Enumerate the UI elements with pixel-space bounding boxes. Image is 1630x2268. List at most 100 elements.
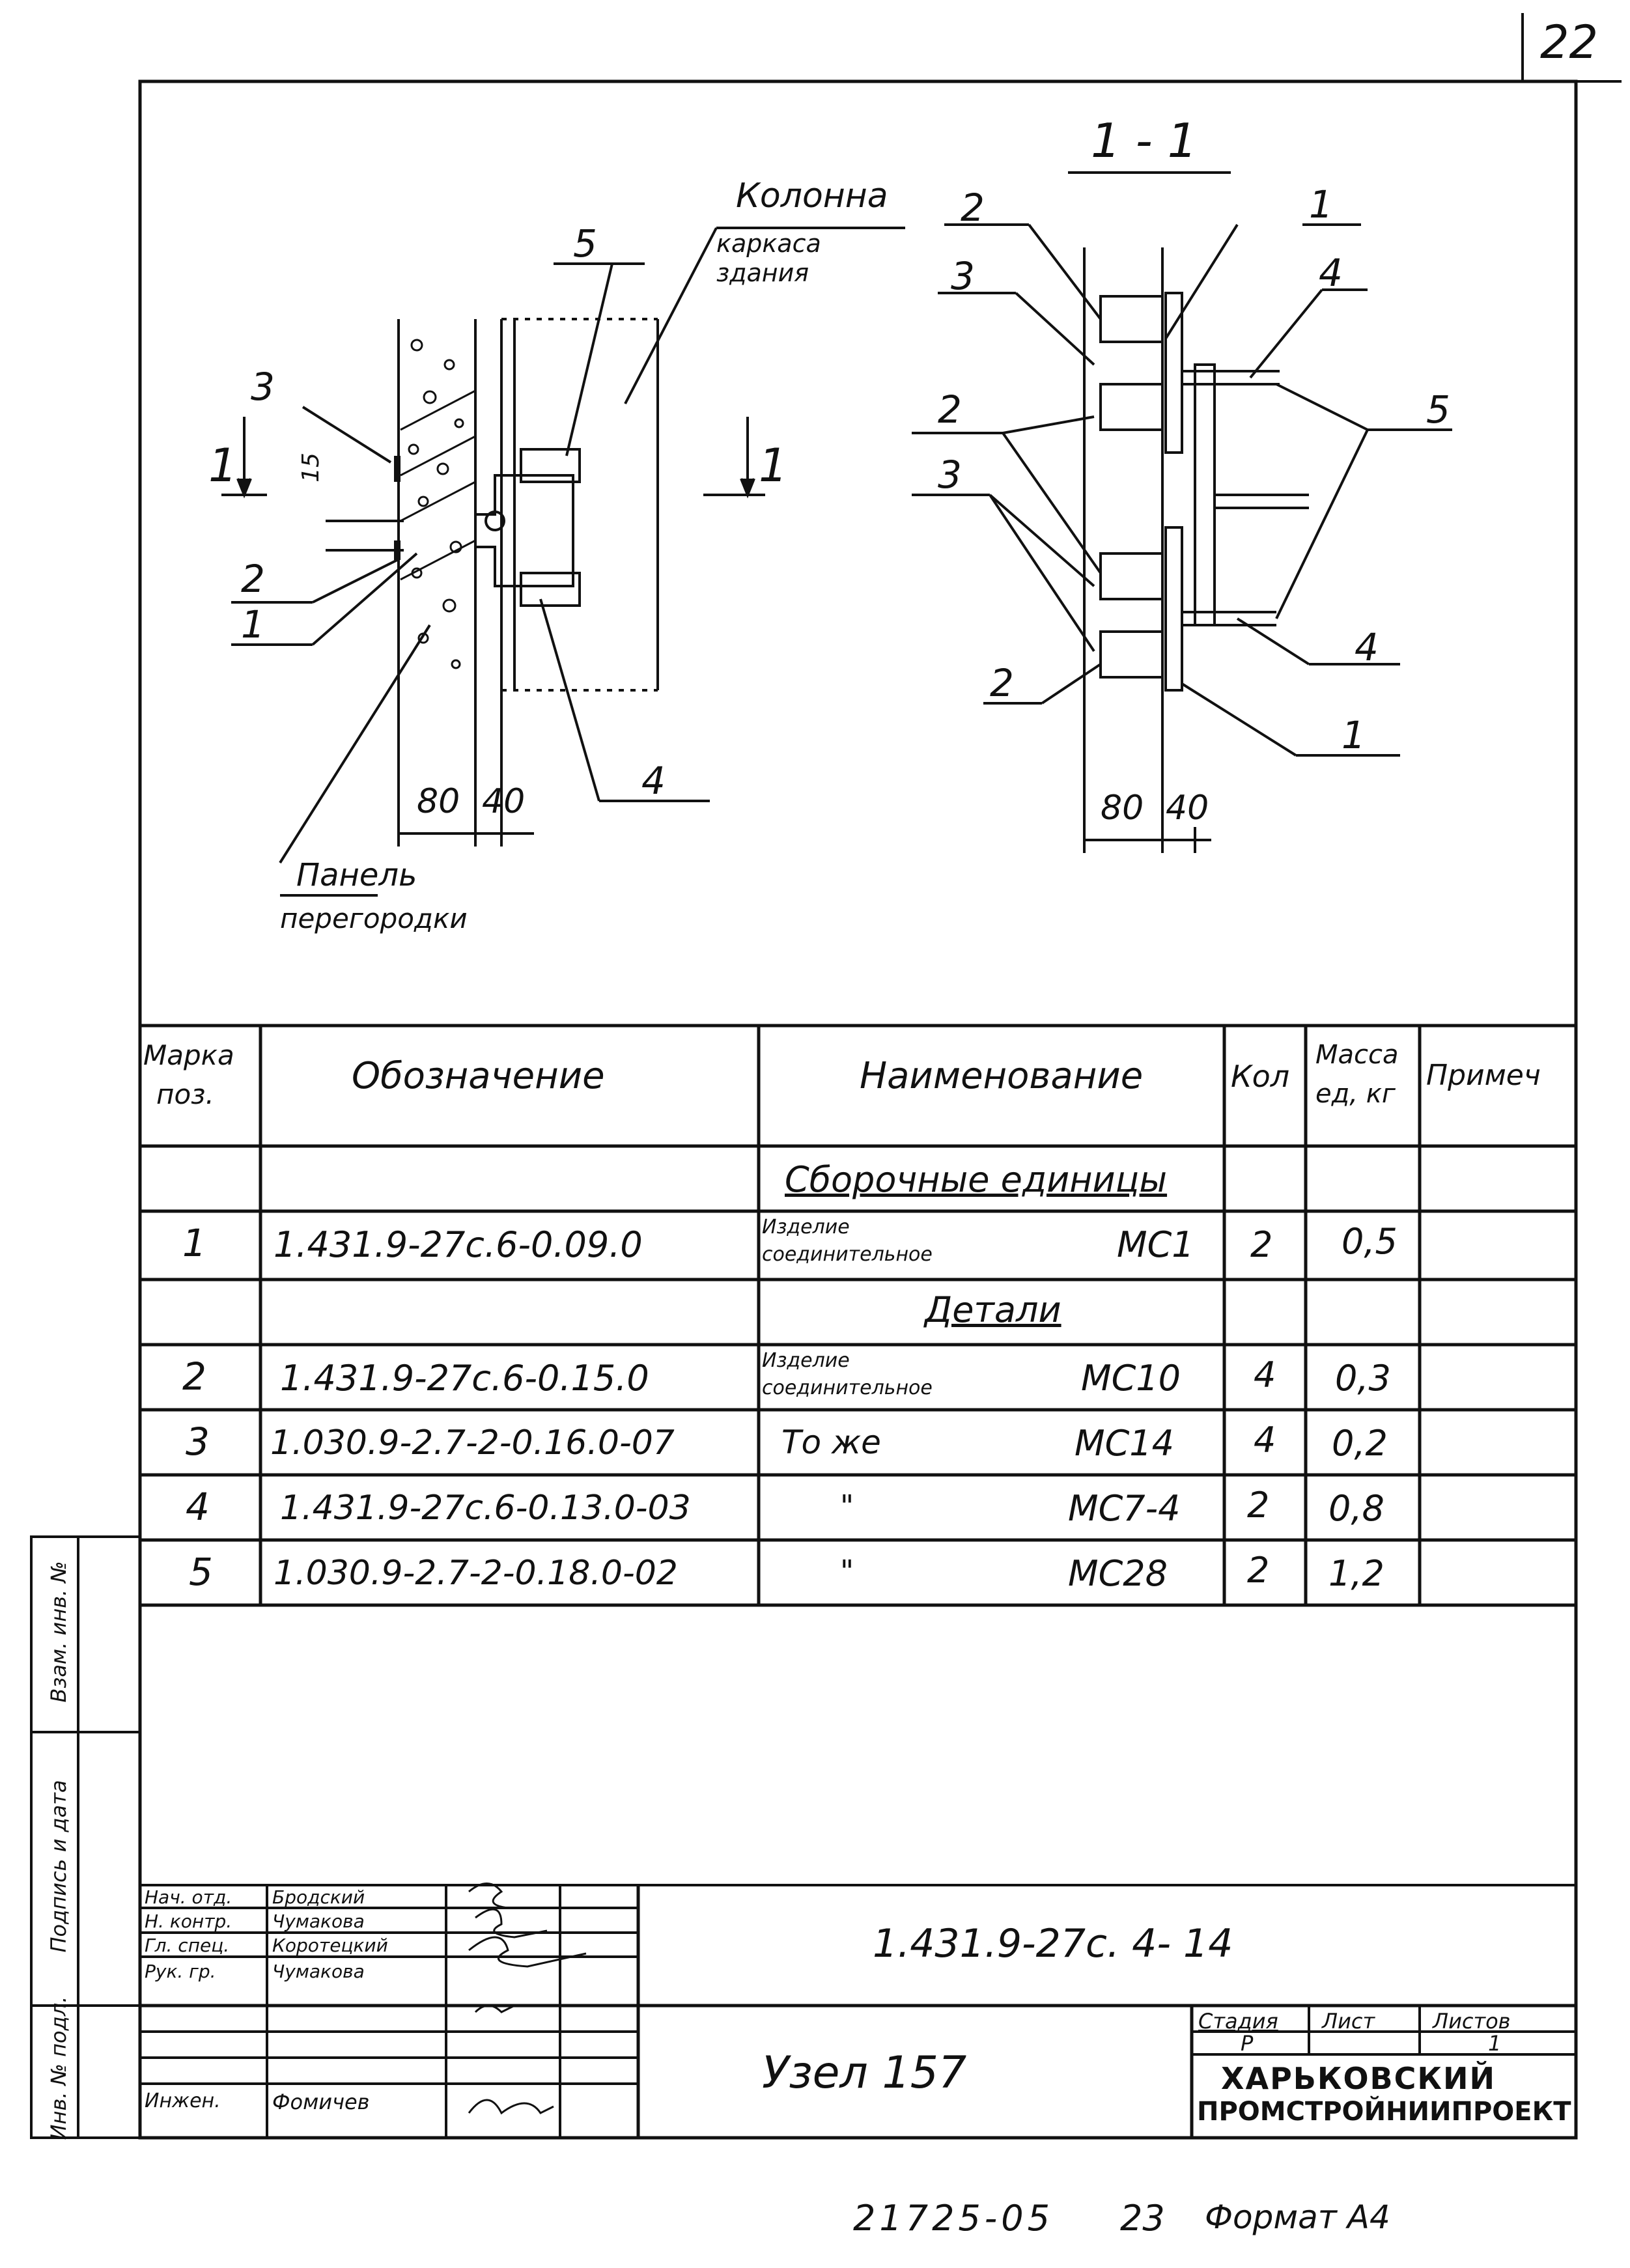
row-3-name: То же (781, 1423, 881, 1461)
tb-name-2: Чумакова (272, 1911, 365, 1932)
panel-label-2: перегородки (280, 903, 468, 934)
row-4-name: " (840, 1489, 854, 1524)
row-2-qty: 4 (1254, 1354, 1276, 1395)
row-1-mark: 1 (182, 1221, 206, 1265)
right-pos-3-top: 3 (951, 254, 975, 298)
header-note: Примеч (1426, 1059, 1541, 1092)
row-3-qty: 4 (1254, 1420, 1276, 1461)
right-pos-2-bottom: 2 (990, 661, 1014, 705)
org-name-2: ПРОМСТРОЙНИИПРОЕКТ (1197, 2097, 1571, 2127)
row-1-name-1: Изделие (762, 1216, 850, 1239)
column-label-2: каркаса (716, 229, 821, 258)
section-label: 1 - 1 (1091, 113, 1198, 168)
spec-table-grid (140, 1024, 1576, 1607)
row-3-code: МС14 (1075, 1423, 1175, 1464)
right-pos-4-bottom: 4 (1355, 625, 1379, 669)
left-pos-1: 1 (241, 602, 265, 647)
side-stamp-signature: Подпись и дата (46, 1780, 71, 1953)
right-pos-2-mid: 2 (938, 387, 962, 432)
right-pos-3-mid: 3 (938, 453, 962, 497)
node-title: Узел 157 (762, 2047, 967, 2099)
row-4-code: МС7-4 (1068, 1488, 1181, 1529)
tb-role-3: Гл. спец. (145, 1935, 230, 1956)
left-pos-2: 2 (241, 557, 265, 601)
tb-name-3: Коротецкий (272, 1935, 388, 1956)
right-pos-5: 5 (1426, 387, 1450, 432)
left-pos-3: 3 (251, 365, 275, 409)
left-dim-40: 40 (482, 782, 526, 821)
org-name-1: ХАРЬКОВСКИЙ (1221, 2061, 1496, 2096)
right-dim-40: 40 (1166, 789, 1209, 828)
signature-marks (468, 1883, 587, 2115)
row-2-name-2: соединительное (762, 1377, 933, 1399)
row-5-mark: 5 (189, 1550, 213, 1594)
sheet-label: Лист (1322, 2009, 1375, 2034)
sheets-value: 1 (1488, 2031, 1502, 2056)
row-4-designation: 1.431.9-27с.6-0.13.0-03 (280, 1489, 691, 1528)
right-pos-1-top: 1 (1309, 182, 1333, 227)
row-5-name: " (840, 1554, 854, 1589)
row-5-designation: 1.030.9-2.7-2-0.18.0-02 (274, 1554, 678, 1593)
side-stamp-inv: Инв. № подл. (46, 1996, 71, 2140)
row-4-mass: 0,8 (1328, 1488, 1384, 1529)
section-mark-right: 1 (759, 439, 788, 492)
right-dim-80: 80 (1101, 789, 1144, 828)
column-label-3: здания (716, 259, 809, 287)
header-name: Наименование (860, 1055, 1144, 1097)
row-2-name-1: Изделие (762, 1349, 850, 1372)
tb-role-4: Рук. гр. (145, 1961, 216, 1982)
sheet-number: 22 (1540, 16, 1599, 69)
header-mass-1: Масса (1315, 1040, 1399, 1070)
stage-label: Стадия (1198, 2009, 1278, 2034)
right-view-drawing (912, 171, 1452, 853)
row-4-mark: 4 (186, 1485, 210, 1529)
row-5-mass: 1,2 (1328, 1553, 1384, 1594)
row-1-name-2: соединительное (762, 1243, 933, 1266)
header-qty: Кол (1231, 1059, 1290, 1094)
header-designation: Обозначение (352, 1055, 605, 1097)
row-1-code: МС1 (1117, 1224, 1194, 1265)
row-5-qty: 2 (1247, 1550, 1270, 1591)
left-pos-4: 4 (641, 759, 666, 803)
right-pos-1-bottom: 1 (1342, 713, 1366, 757)
left-view-drawing (221, 227, 905, 897)
row-1-designation: 1.431.9-27с.6-0.09.0 (274, 1224, 643, 1265)
tb-name-1: Бродский (272, 1886, 365, 1908)
row-1-qty: 2 (1250, 1224, 1273, 1265)
stage-value: Р (1241, 2031, 1254, 2056)
row-5-code: МС28 (1068, 1553, 1168, 1594)
footer-inventory: 21725-05 (853, 2198, 1054, 2239)
row-4-qty: 2 (1247, 1485, 1270, 1526)
footer-page: 23 (1120, 2198, 1165, 2239)
title-block-grid (140, 1884, 1576, 2138)
row-2-code: МС10 (1081, 1358, 1181, 1399)
header-mark-1: Марка (143, 1039, 234, 1071)
row-3-mark: 3 (186, 1420, 210, 1464)
header-mark-2: поз. (156, 1078, 214, 1110)
document-code: 1.431.9-27с. 4- 14 (873, 1921, 1233, 1967)
left-dim-80: 80 (417, 782, 460, 821)
right-pos-4-top: 4 (1319, 251, 1343, 295)
tb-role-1: Нач. отд. (145, 1886, 232, 1908)
row-3-designation: 1.030.9-2.7-2-0.16.0-07 (270, 1423, 675, 1463)
header-mass-2: ед, кг (1315, 1079, 1396, 1109)
tb-role-6: Инжен. (145, 2090, 221, 2112)
section-mark-left: 1 (208, 439, 238, 492)
group-details: Детали (925, 1289, 1061, 1330)
tb-name-6: Фомичев (272, 2090, 370, 2114)
row-2-mark: 2 (182, 1354, 206, 1399)
row-3-mass: 0,2 (1332, 1423, 1388, 1464)
row-2-mass: 0,3 (1335, 1358, 1391, 1399)
column-label-1: Колонна (736, 176, 888, 216)
row-2-designation: 1.431.9-27с.6-0.15.0 (280, 1358, 649, 1399)
tb-name-4: Чумакова (272, 1961, 365, 1982)
left-pos-5: 5 (573, 221, 597, 266)
group-assembly: Сборочные единицы (785, 1159, 1168, 1200)
right-pos-2-top: 2 (961, 186, 985, 230)
row-1-mass: 0,5 (1342, 1221, 1398, 1262)
sheets-label: Листов (1433, 2009, 1511, 2034)
footer-format: Формат А4 (1205, 2198, 1390, 2236)
side-stamp-replace: Взам. инв. № (46, 1561, 71, 1703)
tb-role-2: Н. контр. (145, 1911, 232, 1932)
